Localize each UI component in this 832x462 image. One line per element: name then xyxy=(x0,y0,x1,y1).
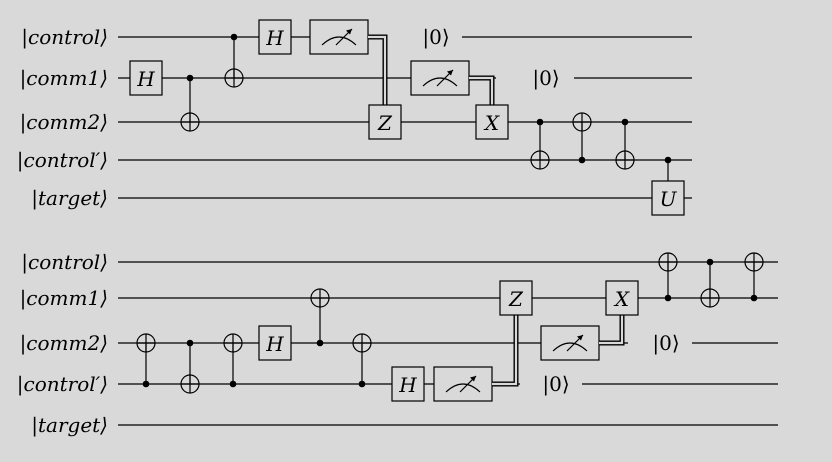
c2-gate-8-z-box xyxy=(499,280,533,316)
c2-gate-9-measurement-meter-arc xyxy=(552,342,588,352)
c1-gate-7-x-box xyxy=(475,104,509,140)
c1-gate-8-control-dot xyxy=(536,118,544,126)
c1-gate-3-h-box xyxy=(258,19,292,55)
c2-reset-controlp: |0⟩ xyxy=(542,372,569,397)
c1-wire-label-target: |target⟩ xyxy=(31,186,108,211)
c2-gate-6-h-box xyxy=(391,366,425,402)
c1-gate-9-control-dot xyxy=(578,156,586,164)
c2-gate-5-control-dot xyxy=(358,380,366,388)
c2-gate-4-control-dot xyxy=(316,339,324,347)
c1-reset-control: |0⟩ xyxy=(422,25,449,50)
c1-wire-label-comm1: |comm1⟩ xyxy=(20,66,108,91)
c2-gate-10-classical-wire-outer xyxy=(599,315,625,346)
c1-gate-4-measurement-meter-arc xyxy=(321,36,357,46)
c2-gate-8-classical-wire-outer xyxy=(492,315,519,387)
c2-gate-7-measurement-meter-arc xyxy=(445,383,481,393)
c2-wire-label-target: |target⟩ xyxy=(31,413,108,438)
c1-gate-6-measurement-meter-arrowhead xyxy=(447,70,453,76)
c1-gate-11-u-box xyxy=(651,180,685,216)
c2-gate-9-measurement-meter-arrowhead xyxy=(577,335,583,341)
c1-gate-3-h-box-symbol: H xyxy=(265,26,284,50)
c1-gate-10-control-dot xyxy=(621,118,629,126)
c1-gate-1-control-dot xyxy=(186,74,194,82)
c2-gate-10-x-box-symbol: X xyxy=(613,287,630,311)
c1-gate-5-classical-wire-outer xyxy=(368,34,388,105)
c2-gate-2-control-dot xyxy=(229,380,237,388)
c2-gate-8-classical-wire-inner xyxy=(492,315,518,386)
c2-gate-10-x-box xyxy=(605,280,639,316)
c2-wire-label-comm2: |comm2⟩ xyxy=(20,331,108,356)
c1-wire-label-comm2: |comm2⟩ xyxy=(20,110,108,135)
c1-gate-2-control-dot xyxy=(230,33,238,41)
c1-gate-6-measurement-meter-arc xyxy=(422,77,458,87)
c1-gate-11-u-box-symbol: U xyxy=(660,187,678,211)
c1-gate-0-h-box xyxy=(129,60,163,96)
c1-reset-comm1: |0⟩ xyxy=(532,66,559,91)
c2-gate-12-control-dot xyxy=(706,258,714,266)
c2-gate-7-measurement-meter xyxy=(433,366,493,402)
c2-gate-13-control-dot xyxy=(750,294,758,302)
c2-gate-1-control-dot xyxy=(186,339,194,347)
c1-gate-11-control-dot xyxy=(664,156,672,164)
c1-gate-7-x-box-symbol: X xyxy=(483,111,500,135)
c2-wire-label-control: |control⟩ xyxy=(21,250,108,275)
c2-gate-8-z-box-symbol: Z xyxy=(508,287,524,311)
c1-gate-7-classical-wire-inner xyxy=(469,76,494,105)
c2-gate-6-h-box-symbol: H xyxy=(398,373,417,397)
c1-gate-4-measurement-meter-arrowhead xyxy=(346,29,352,35)
c2-gate-0-control-dot xyxy=(142,380,150,388)
c2-gate-3-h-box xyxy=(258,325,292,361)
c2-wire-label-controlp: |control′⟩ xyxy=(17,372,108,397)
c1-wire-label-controlp: |control′⟩ xyxy=(17,148,108,173)
c2-reset-comm2: |0⟩ xyxy=(652,331,679,356)
c2-wire-label-comm1: |comm1⟩ xyxy=(20,286,108,311)
c2-gate-10-classical-wire-inner xyxy=(599,315,624,345)
c1-wire-label-control: |control⟩ xyxy=(21,25,108,50)
c1-gate-0-h-box-symbol: H xyxy=(136,67,155,91)
c2-gate-3-h-box-symbol: H xyxy=(265,332,284,356)
c1-gate-5-z-box-symbol: Z xyxy=(377,111,393,135)
c2-gate-11-control-dot xyxy=(664,294,672,302)
c1-gate-5-classical-wire-inner xyxy=(368,35,387,105)
c1-gate-7-classical-wire-outer xyxy=(469,75,495,105)
c2-gate-7-measurement-meter-arrowhead xyxy=(470,376,476,382)
c1-gate-5-z-box xyxy=(368,104,402,140)
